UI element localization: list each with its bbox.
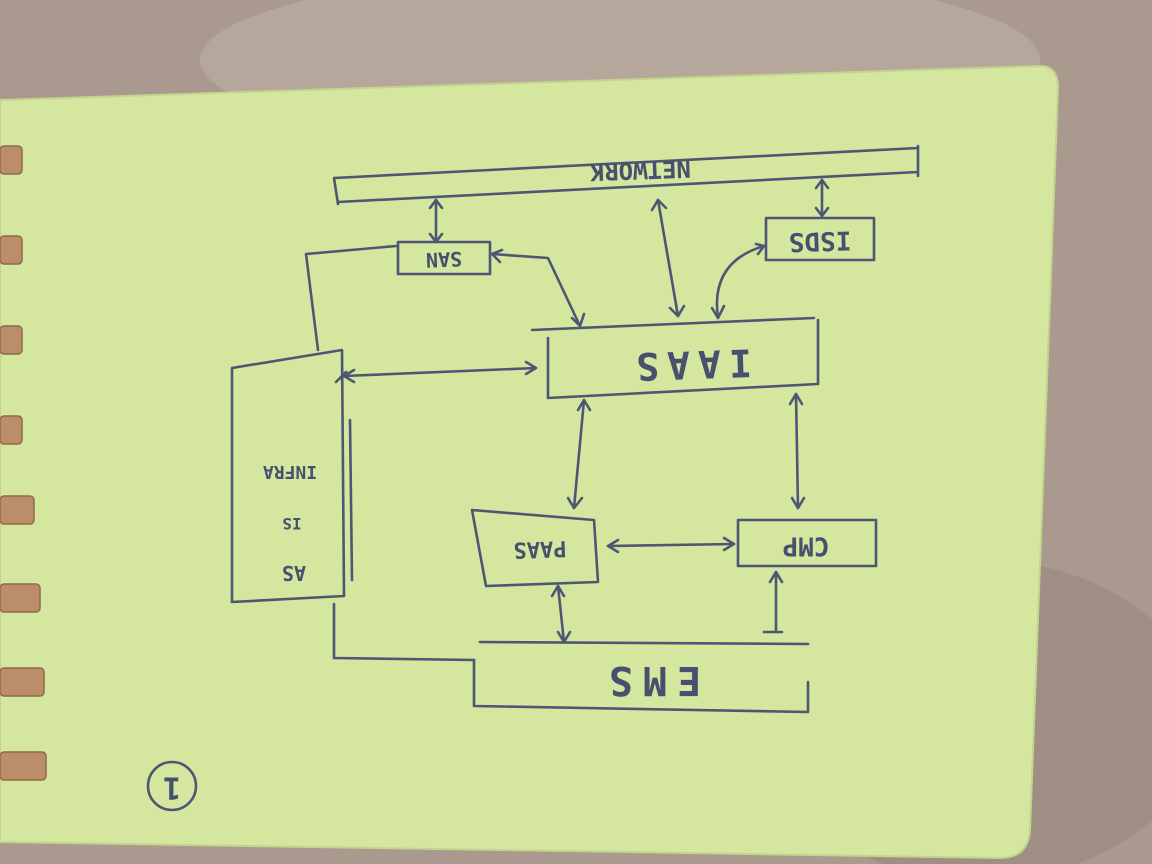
label-as-is-infra-2: IS xyxy=(282,514,301,533)
diagram xyxy=(146,144,920,812)
label-san: SAN xyxy=(426,247,463,272)
cmp-box xyxy=(736,518,878,568)
ems-box xyxy=(472,640,810,714)
iaas-box xyxy=(530,316,820,400)
label-paas: PAAS xyxy=(513,535,567,562)
label-network: NETWORK xyxy=(589,154,692,186)
label-cmp: CMP xyxy=(783,531,830,561)
label-as-is-infra-3: INFRA xyxy=(263,461,317,482)
label-as-is-infra-1: AS xyxy=(282,561,306,585)
binding-rings xyxy=(0,145,47,781)
page-number-circle xyxy=(146,760,198,812)
label-isds: ISDS xyxy=(788,224,852,256)
label-iaas: IAAS xyxy=(628,340,753,388)
label-page-number: 1 xyxy=(163,770,181,805)
network-box xyxy=(332,144,920,206)
paas-box xyxy=(470,508,600,588)
isds-box xyxy=(764,216,876,262)
san-box xyxy=(396,240,492,276)
diagram-labels: NETWORK ISDS SAN IAAS AS IS INFRA PAAS C… xyxy=(163,154,852,804)
as-is-infra-box xyxy=(230,348,354,604)
label-ems: EMS xyxy=(599,657,701,703)
notebook-page xyxy=(0,64,1060,860)
